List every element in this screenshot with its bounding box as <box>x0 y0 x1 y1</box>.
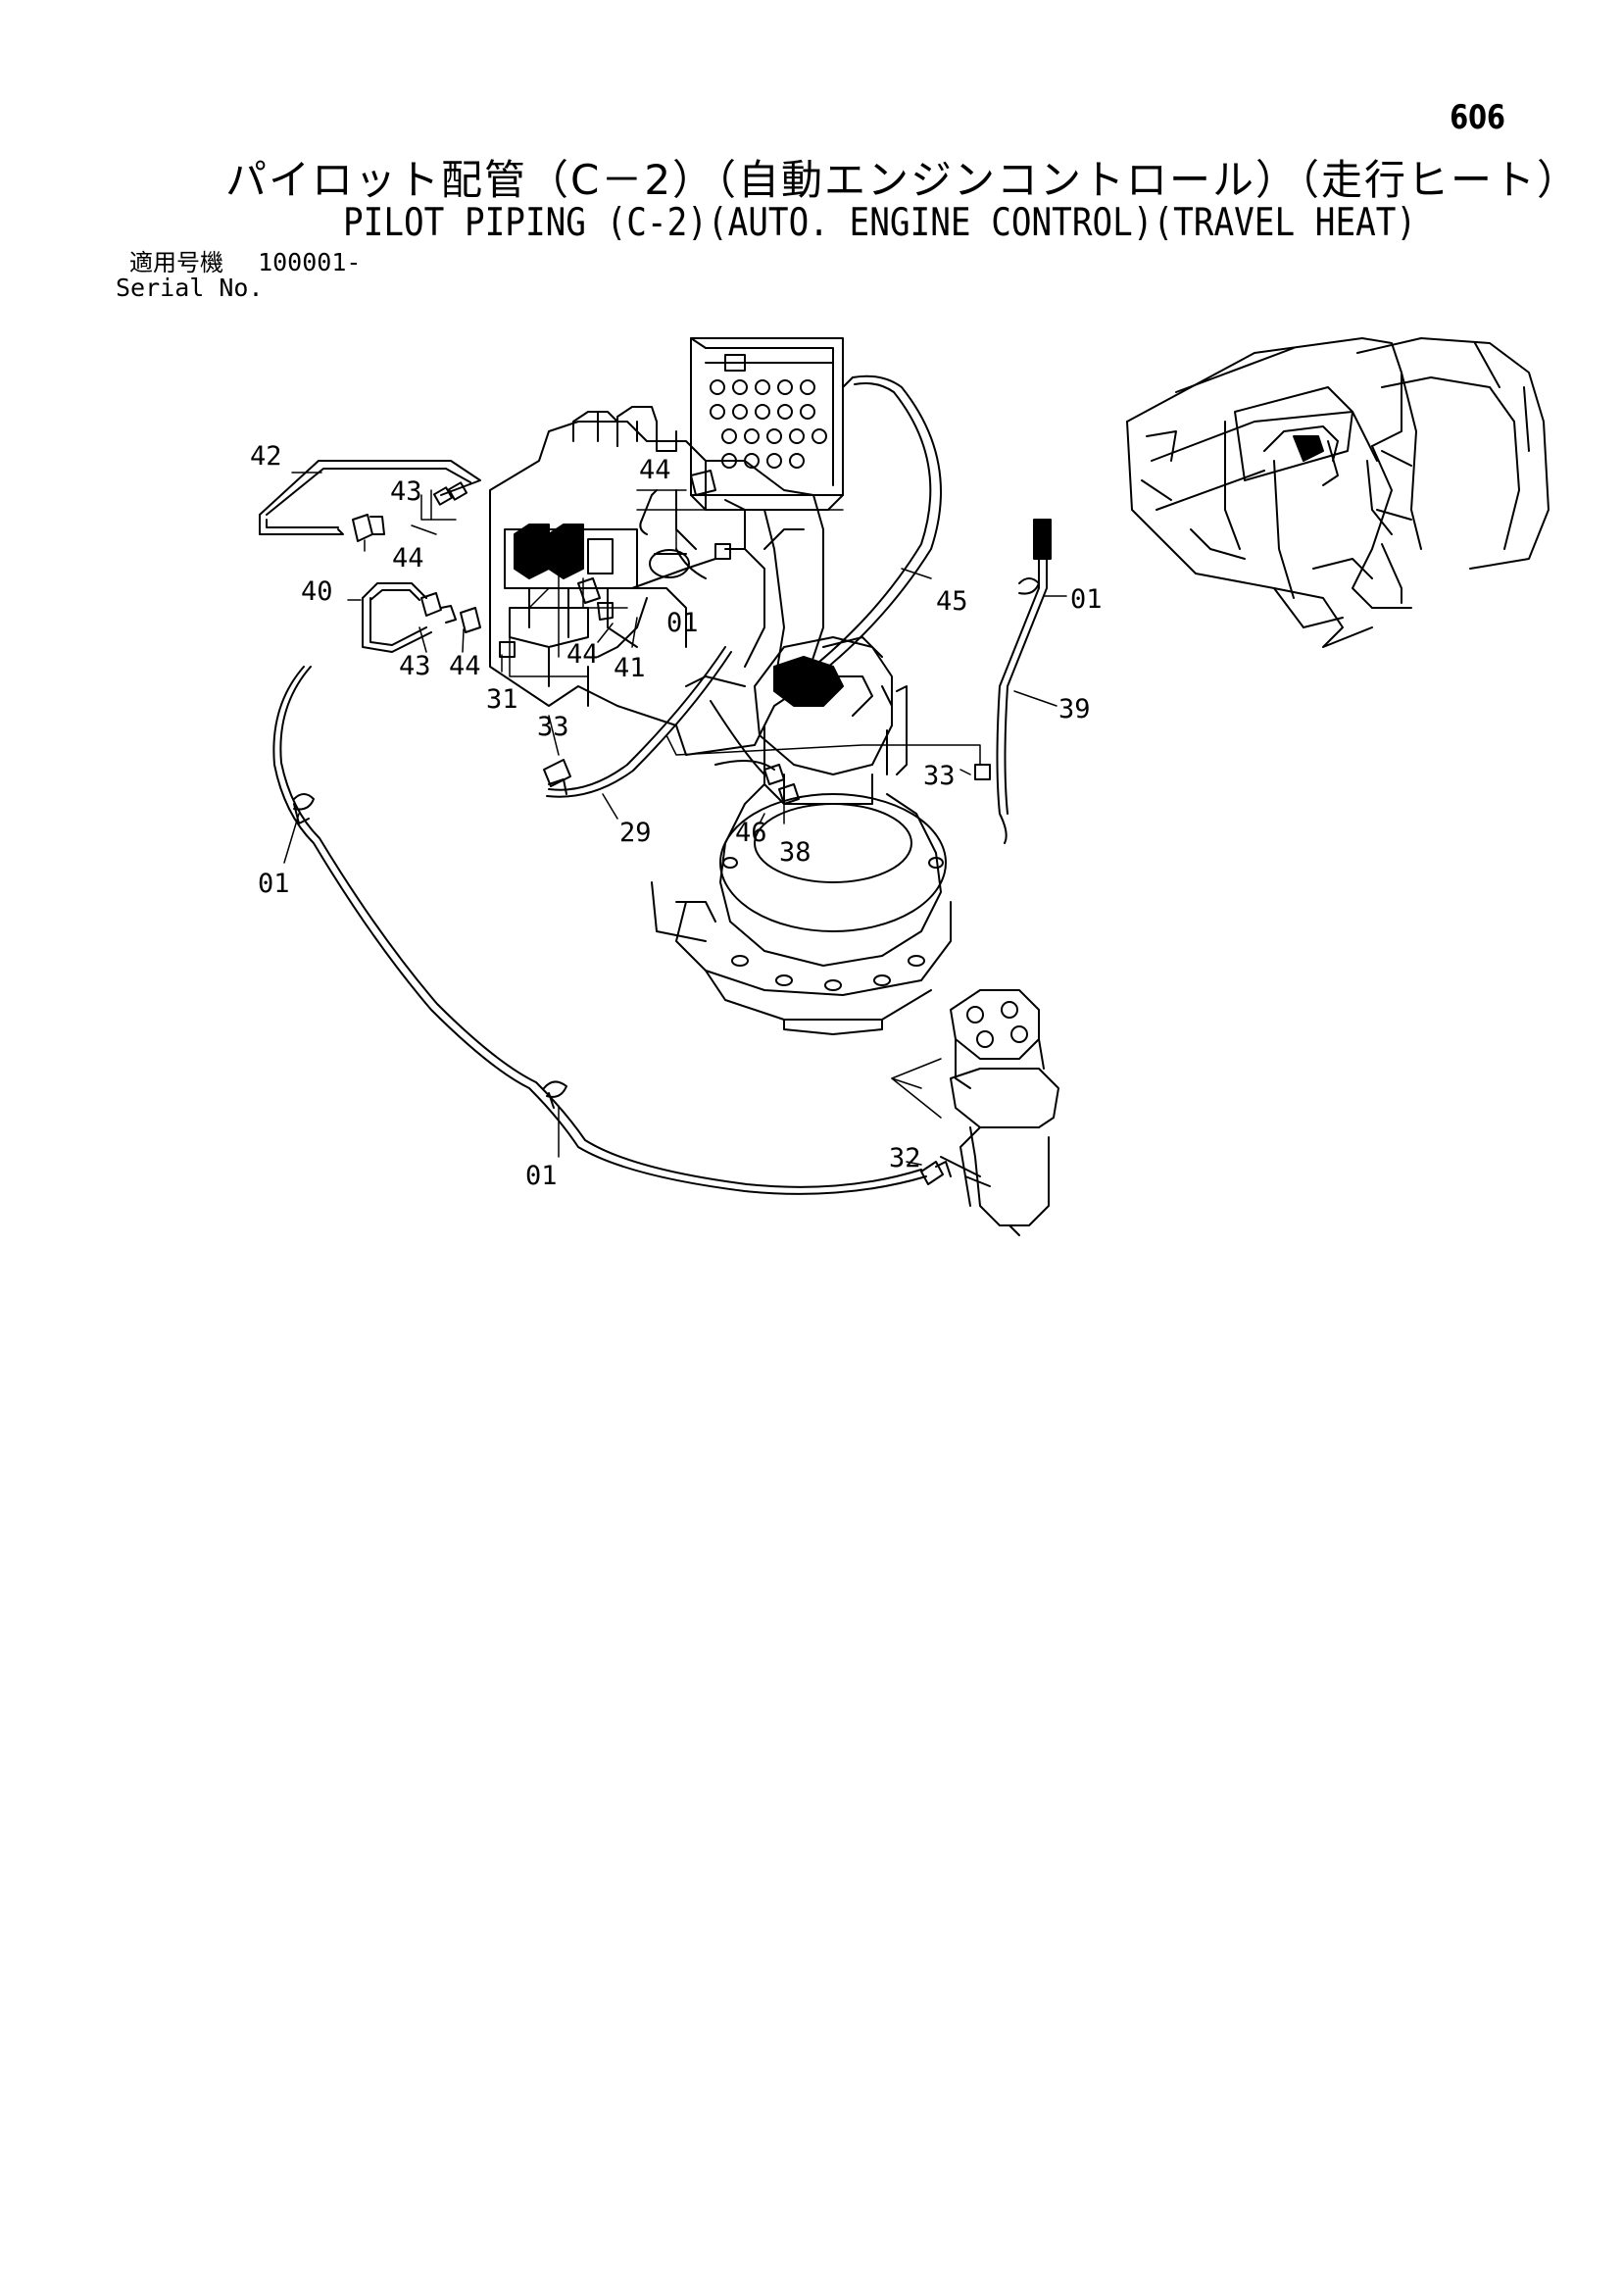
leader-lines <box>283 472 1067 1166</box>
excavator-overview-illustration <box>1126 337 1549 648</box>
part-label-31: 31 <box>486 684 518 715</box>
part-label-29: 29 <box>619 818 652 848</box>
serial-block: 適用号機 100001- Serial No. <box>116 250 361 301</box>
part-label-44-bottom: 44 <box>449 651 481 681</box>
center-joint-assembly <box>940 989 1059 1236</box>
serial-row-en: Serial No. <box>116 275 361 301</box>
part-label-33-right: 33 <box>923 761 956 791</box>
serial-label-en: Serial No. <box>116 274 264 302</box>
title-japanese: パイロット配管（C－2）（自動エンジンコントロール）（走行ヒート） <box>225 156 1581 204</box>
part-label-33-left: 33 <box>537 712 569 742</box>
pilot-valve-block <box>690 337 854 511</box>
part-label-45: 45 <box>936 586 968 617</box>
fittings <box>293 470 1040 1185</box>
part-number-labels: 42 43 44 44 40 43 44 44 41 01 31 45 01 3… <box>250 441 1103 1191</box>
part-label-01-right: 01 <box>1070 584 1103 615</box>
control-valve-body <box>489 406 824 756</box>
pipes-and-hoses <box>259 374 1052 1195</box>
part-label-44-left: 44 <box>392 543 424 574</box>
part-label-38: 38 <box>779 837 812 868</box>
reference-lines <box>420 489 981 1119</box>
part-label-42: 42 <box>250 441 282 472</box>
serial-row-jp: 適用号機 100001- <box>116 248 362 276</box>
part-label-01-center: 01 <box>666 608 699 638</box>
part-label-39: 39 <box>1058 694 1091 724</box>
part-label-40: 40 <box>301 576 333 607</box>
part-label-32: 32 <box>889 1143 921 1173</box>
part-label-01-bottom: 01 <box>525 1161 558 1191</box>
part-label-01-left: 01 <box>258 869 290 899</box>
part-label-43-bottom: 43 <box>399 651 431 681</box>
title-english: PILOT PIPING (C-2)(AUTO. ENGINE CONTROL)… <box>343 201 1417 245</box>
part-label-46: 46 <box>735 818 767 848</box>
page-number: 606 <box>1450 98 1505 137</box>
part-label-43-top: 43 <box>390 476 422 507</box>
part-label-41: 41 <box>614 653 646 683</box>
serial-value: 100001- <box>258 248 362 276</box>
serial-label-jp: 適用号機 <box>129 249 223 276</box>
part-label-44-top: 44 <box>639 455 671 485</box>
part-label-44-center: 44 <box>566 639 599 670</box>
swing-motor-assembly <box>651 636 952 1035</box>
